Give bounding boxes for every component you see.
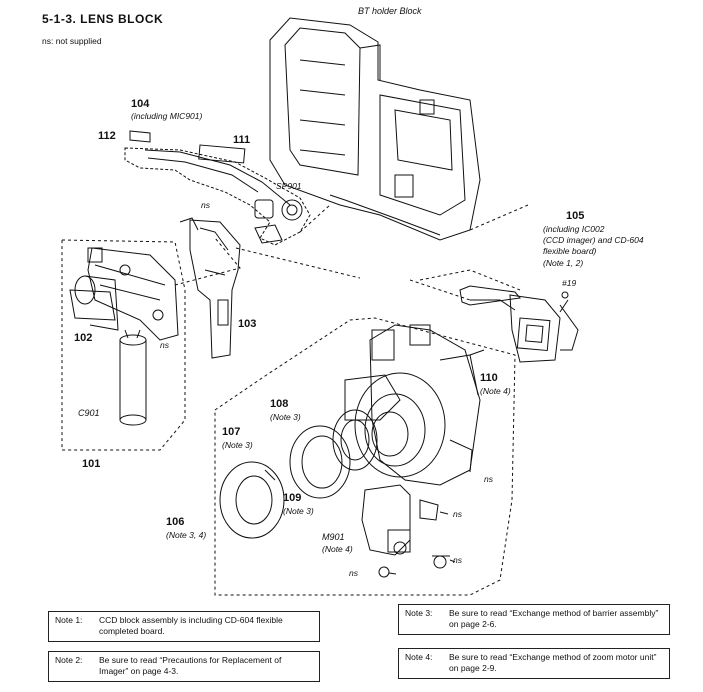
note-3-box: Note 3: Be sure to read “Exchange method… <box>398 604 670 635</box>
strobe-group <box>61 239 186 451</box>
part-101-label: 101 <box>82 458 101 470</box>
c901-label: C901 <box>78 408 100 418</box>
barrier-rings <box>219 425 351 539</box>
part-112-label: 112 <box>98 130 116 142</box>
note-4-box: Note 4: Be sure to read “Exchange method… <box>398 648 670 679</box>
part-103-label: 103 <box>238 318 257 330</box>
part-105-label: 105 <box>566 210 585 222</box>
ns-label-6: ns <box>349 568 358 578</box>
ns-label-5: ns <box>453 555 462 565</box>
zoom-motor-m901 <box>361 484 456 578</box>
part-108-label: 108 <box>270 398 289 410</box>
mic-flex-group <box>124 130 311 246</box>
note-4-key: Note 4: <box>405 652 433 662</box>
lens-assembly <box>332 324 481 486</box>
ns-label-3: ns <box>484 474 493 484</box>
sp901-label: SP901 <box>276 181 302 191</box>
part-106-note: (Note 3, 4) <box>166 530 207 540</box>
part-109-label: 109 <box>283 492 302 504</box>
note-1-text: CCD block assembly is including CD-604 f… <box>99 615 283 636</box>
note-1-box: Note 1: CCD block assembly is including … <box>48 611 320 642</box>
screws <box>469 299 569 356</box>
part-106-label: 106 <box>166 516 185 528</box>
note-3-key: Note 3: <box>405 608 433 618</box>
screw-19-label: #19 <box>562 278 577 288</box>
ns-label-4: ns <box>453 509 462 519</box>
note-1-key: Note 1: <box>55 615 83 625</box>
part-107-note: (Note 3) <box>222 440 253 450</box>
part-105-note-2: (CCD imager) and CD-604 <box>543 235 644 245</box>
ccd-block-105 <box>459 285 579 363</box>
note-4-text: Be sure to read “Exchange method of zoom… <box>449 652 657 673</box>
part-107-label: 107 <box>222 426 241 438</box>
part-102-label: 102 <box>74 332 93 344</box>
note-2-text: Be sure to read “Precautions for Replace… <box>99 655 282 676</box>
note-2-box: Note 2: Be sure to read “Precautions for… <box>48 651 320 682</box>
m901-note: (Note 4) <box>322 544 353 554</box>
part-105-note-4: (Note 1, 2) <box>543 258 584 268</box>
part-109-note: (Note 3) <box>283 506 314 516</box>
part-105-note-3: flexible board) <box>543 246 597 256</box>
part-105-note-1: (including IC002 <box>543 224 605 234</box>
note-2-key: Note 2: <box>55 655 83 665</box>
part-108-note: (Note 3) <box>270 412 301 422</box>
leader-lines <box>174 204 529 301</box>
part-110-label: 110 <box>480 372 498 384</box>
part-104-label: 104 <box>131 98 150 110</box>
bt-holder-frame <box>269 17 481 241</box>
page-title: 5-1-3. LENS BLOCK <box>42 12 164 26</box>
ns-label-1: ns <box>201 200 210 210</box>
part-104-note: (including MIC901) <box>131 111 203 121</box>
ns-label-2: ns <box>160 340 169 350</box>
m901-label: M901 <box>322 532 345 542</box>
note-3-text: Be sure to read “Exchange method of barr… <box>449 608 659 629</box>
bt-holder-label: BT holder Block <box>358 6 422 16</box>
part-111-label: 111 <box>233 134 251 146</box>
lens-block-boundary <box>214 317 516 596</box>
ns-legend: ns: not supplied <box>42 36 102 46</box>
part-110-note: (Note 4) <box>480 386 511 396</box>
bracket-103 <box>179 217 241 359</box>
